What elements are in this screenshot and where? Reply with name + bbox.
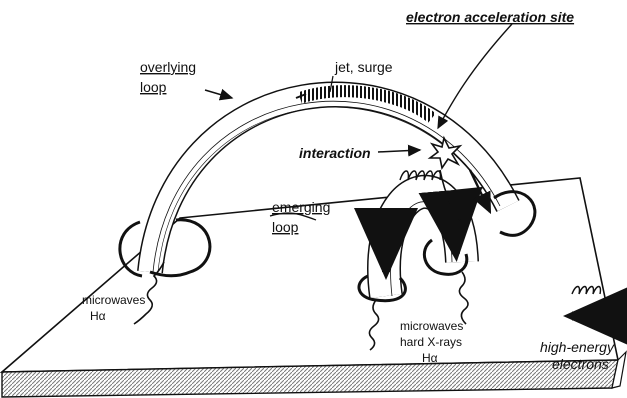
label-jet-surge: jet, surge xyxy=(334,59,393,75)
label-right-emission-2: hard X-rays xyxy=(400,335,462,349)
label-right-emission-1: microwaves xyxy=(400,319,463,333)
label-emerging-1: emerging xyxy=(272,199,330,215)
label-legend-2: electrons xyxy=(552,356,609,372)
label-legend-1: high-energy xyxy=(540,339,615,355)
label-left-emission-1: microwaves xyxy=(82,293,145,307)
label-overlying-2: loop xyxy=(140,79,167,95)
label-interaction: interaction xyxy=(299,145,371,161)
label-right-emission-3: Hα xyxy=(422,351,438,365)
label-acceleration-site: electron acceleration site xyxy=(406,9,574,25)
label-emerging-2: loop xyxy=(272,219,299,235)
label-overlying-1: overlying xyxy=(140,59,196,75)
label-left-emission-2: Hα xyxy=(90,309,106,323)
